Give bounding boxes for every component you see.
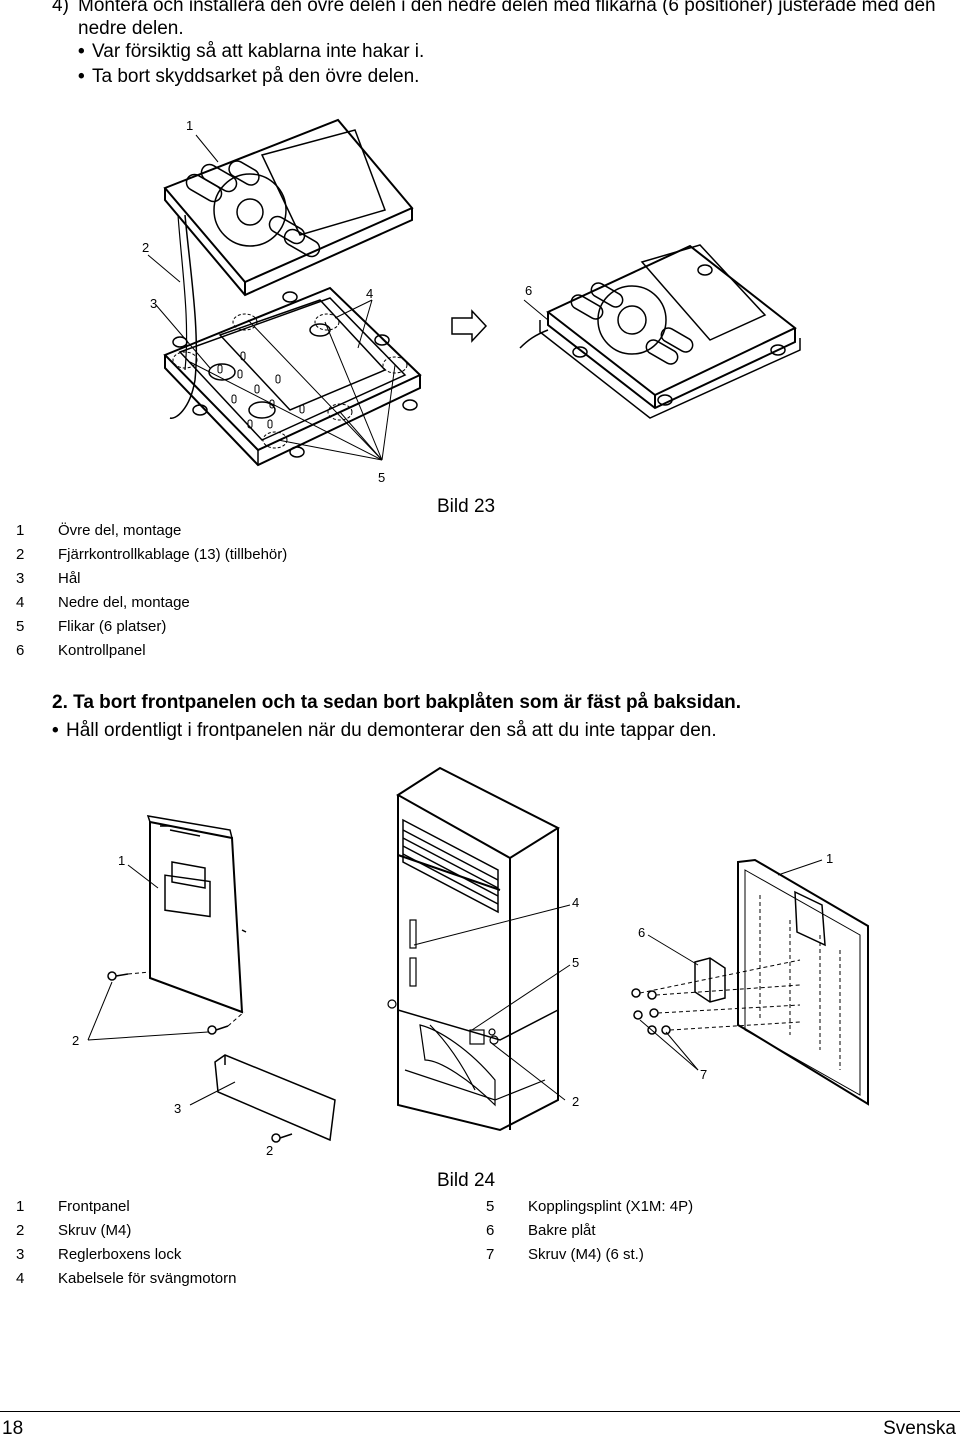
callout-6: 6	[638, 925, 646, 940]
callout-1: 1	[186, 118, 194, 133]
callout-2: 2	[266, 1143, 274, 1158]
bullet-icon: •	[78, 41, 85, 62]
callout-2: 2	[572, 1094, 580, 1109]
figure-23-caption: Bild 23	[437, 496, 496, 517]
callout-1: 1	[118, 853, 126, 868]
callout-2: 2	[142, 240, 150, 255]
callout-5: 5	[378, 470, 386, 485]
callout-7: 7	[700, 1067, 708, 1082]
step-number: 4)	[52, 0, 69, 16]
figure-23-illustration	[147, 118, 801, 467]
step-text: Montera och installera den övre delen i …	[78, 0, 936, 39]
step-4: 4) Montera och installera den övre delen…	[52, 0, 957, 40]
callout-6: 6	[525, 283, 533, 298]
callout-2: 2	[72, 1033, 80, 1048]
bullet-item: •Var försiktig så att kablarna inte haka…	[78, 41, 425, 62]
callout-3: 3	[174, 1101, 182, 1116]
callout-1: 1	[826, 851, 834, 866]
callout-4: 4	[572, 895, 580, 910]
figure-24-caption: Bild 24	[437, 1170, 496, 1191]
callout-3: 3	[150, 296, 158, 311]
footer-language: Svenska	[883, 1418, 956, 1439]
bullet-item: •Ta bort skyddsarket på den övre delen.	[78, 66, 420, 87]
callout-5: 5	[572, 955, 580, 970]
bullet-icon: •	[78, 66, 85, 87]
callout-4: 4	[366, 286, 374, 301]
bullet-item: •Håll ordentligt i frontpanelen när du d…	[52, 720, 717, 741]
bullet-icon: •	[52, 720, 59, 741]
page-number: 18	[2, 1418, 24, 1439]
footer-divider	[0, 1411, 960, 1412]
step-2-heading: 2. Ta bort frontpanelen och ta sedan bor…	[52, 692, 742, 713]
